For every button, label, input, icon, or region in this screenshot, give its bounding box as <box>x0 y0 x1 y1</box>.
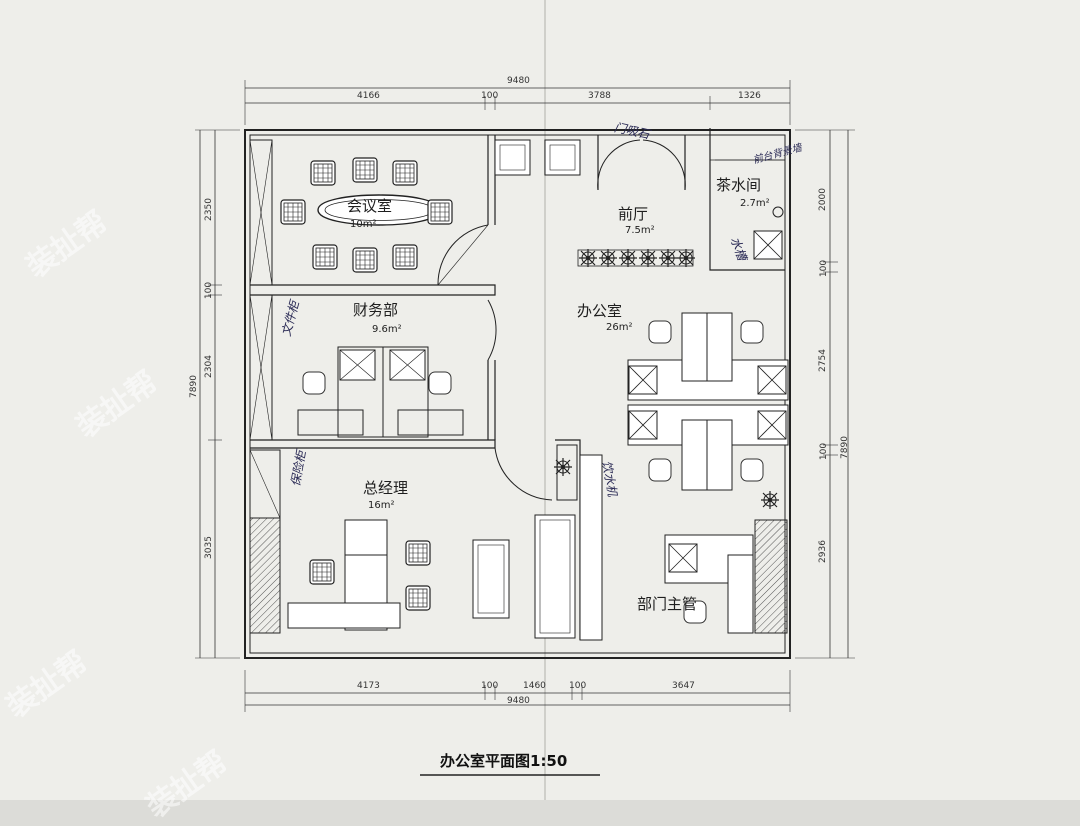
dim-top-b: 100 <box>481 91 499 101</box>
room-name-tea-room: 茶水间 <box>716 176 762 194</box>
dim-left-a: 2350 <box>203 198 214 221</box>
room-area-meeting: 10m² <box>350 219 377 230</box>
room-name-front-hall: 前厅 <box>618 205 649 223</box>
dim-right-total: 7890 <box>839 436 850 459</box>
dim-bottom-d: 100 <box>569 681 587 691</box>
dim-right-b: 100 <box>819 259 830 278</box>
dim-bottom-e: 3647 <box>672 681 695 691</box>
dim-left-d: 3035 <box>203 536 214 559</box>
floor-plan-drawing <box>0 0 1080 800</box>
room-area-front-hall: 7.5m² <box>625 225 655 236</box>
dim-top-total: 9480 <box>507 76 530 86</box>
room-area-office: 26m² <box>606 322 633 333</box>
plan-title: 办公室平面图1:50 <box>440 752 568 770</box>
room-area-finance: 9.6m² <box>372 324 402 335</box>
room-name-department-head: 部门主管 <box>637 595 698 613</box>
dim-left-total: 7890 <box>188 375 199 398</box>
dim-right-e: 2936 <box>817 540 828 563</box>
dim-right-c: 2754 <box>817 349 828 372</box>
dim-bottom-b: 100 <box>481 681 499 691</box>
dim-bottom-a: 4173 <box>357 681 380 691</box>
dim-right-d: 100 <box>819 442 830 461</box>
room-name-meeting: 会议室 <box>347 197 393 215</box>
dim-bottom-total: 9480 <box>507 696 530 706</box>
dim-top-c: 3788 <box>588 91 611 101</box>
dim-bottom-c: 1460 <box>523 681 546 691</box>
room-name-general-manager: 总经理 <box>363 479 409 497</box>
room-area-general-manager: 16m² <box>368 500 395 511</box>
dim-left-b: 100 <box>204 281 215 300</box>
room-name-office: 办公室 <box>577 302 623 320</box>
room-area-tea-room: 2.7m² <box>740 198 770 209</box>
dim-right-a: 2000 <box>817 188 828 211</box>
dim-top-a: 4166 <box>357 91 380 101</box>
room-name-finance: 财务部 <box>353 301 399 319</box>
dim-left-c: 2304 <box>203 355 214 378</box>
dim-top-d: 1326 <box>738 91 761 101</box>
